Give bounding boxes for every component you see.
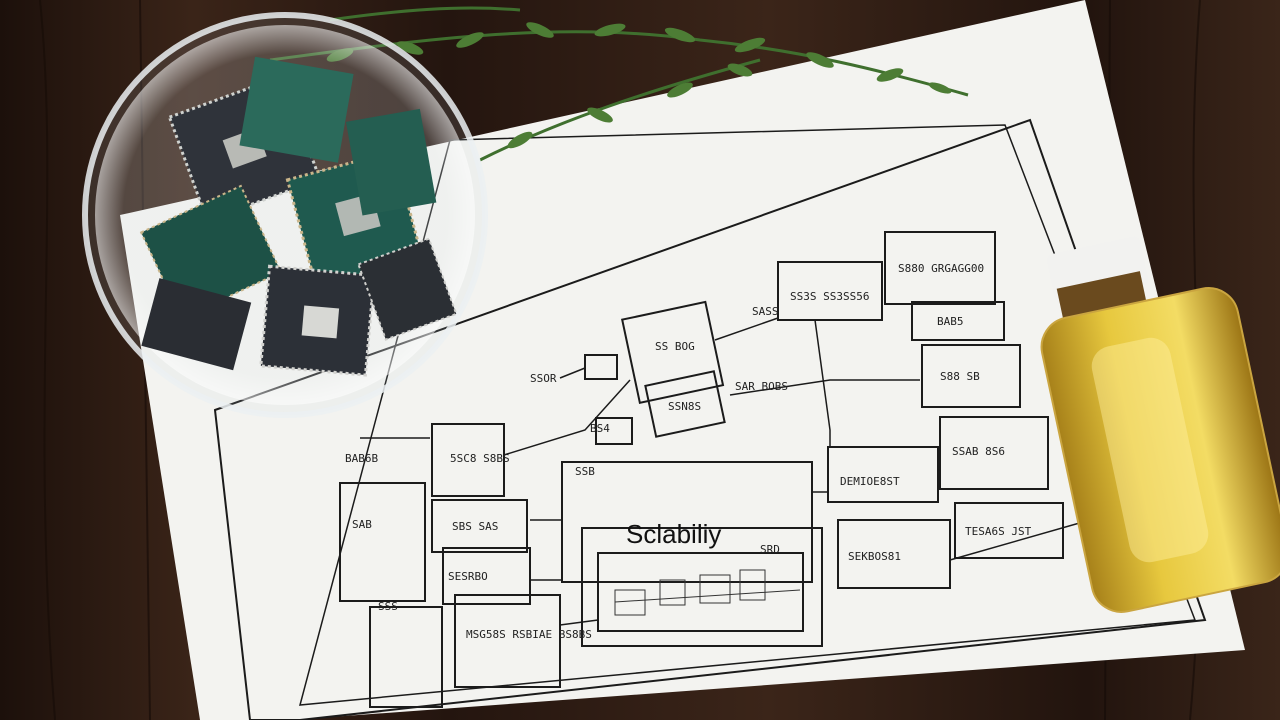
label-18: BAB6B [345, 452, 378, 465]
diagram-title: Sclabiliy [626, 519, 721, 549]
label-1: SS3S SS3SS56 [790, 290, 869, 303]
herb-leaves [326, 22, 952, 149]
label-7: SESRBO [448, 570, 488, 583]
label-6: SBS SAS [452, 520, 498, 533]
microchips [139, 56, 458, 377]
label-17: SASS [752, 305, 779, 318]
label-5: 5SC8 S8BS [450, 452, 510, 465]
label-3: S88 SB [940, 370, 980, 383]
label-11: BS4 [590, 422, 610, 435]
label-0: S880 GRGAGG00 [898, 262, 984, 275]
label-10: SSN8S [668, 400, 701, 413]
label-20: SSS [378, 600, 398, 613]
label-14: SSAB 8S6 [952, 445, 1005, 458]
label-16: SSOR [530, 372, 557, 385]
diagram-labels: S880 GRGAGG00 SS3S SS3SS56 BAB5 S88 SB S… [345, 262, 1032, 641]
label-12: DEMIOE8ST [840, 475, 900, 488]
label-4: SS BOG [655, 340, 695, 353]
label-2: BAB5 [937, 315, 964, 328]
label-13: SEKBOS81 [848, 550, 901, 563]
inner-circuit [614, 569, 801, 616]
label-8: MSG58S RSBIAE BS8BS [466, 628, 592, 641]
oil-bottle [1040, 236, 1280, 613]
label-21: SSB [575, 465, 595, 478]
label-9: SAR BOBS [735, 380, 788, 393]
label-19: SAB [352, 518, 372, 531]
label-15: TESA6S JST [965, 525, 1032, 538]
label-22: SRD [760, 543, 780, 556]
